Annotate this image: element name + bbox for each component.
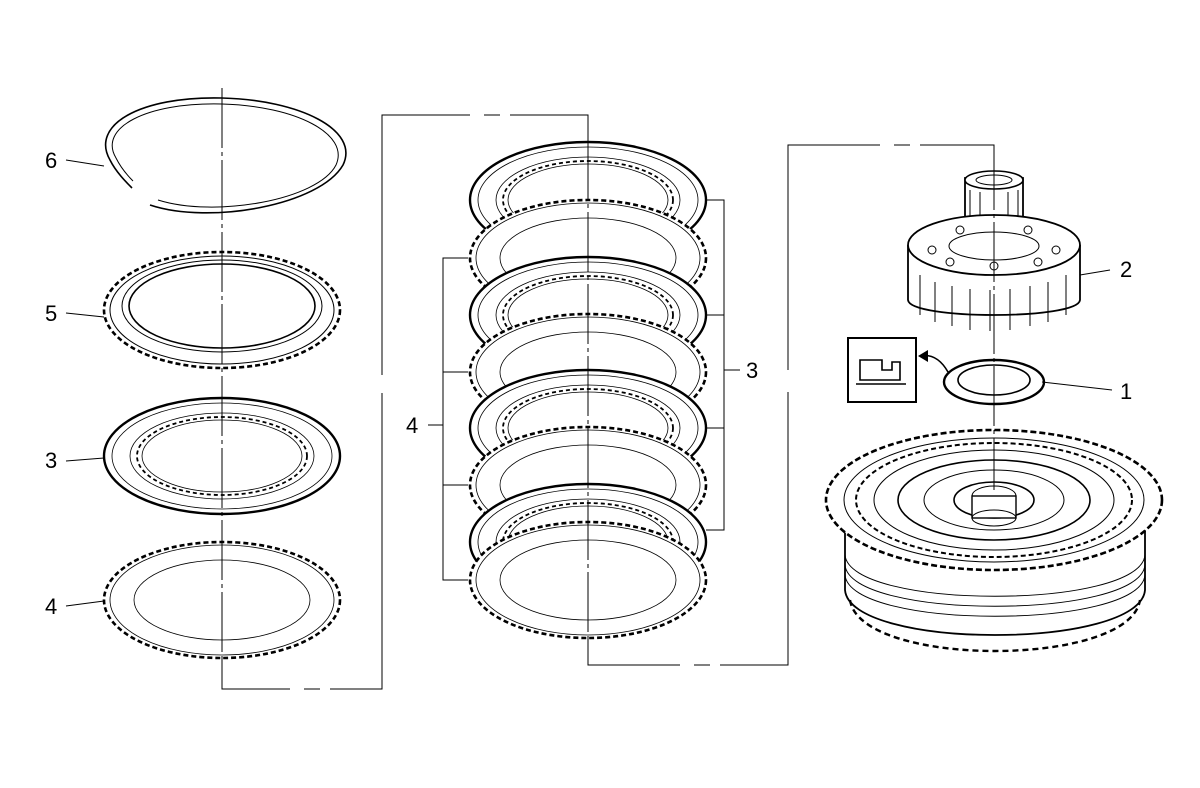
callout-5: 5 bbox=[45, 301, 57, 326]
callout-1: 1 bbox=[1120, 379, 1132, 404]
bracket-steel-plates bbox=[428, 257, 468, 581]
middle-exploded-stack bbox=[468, 140, 708, 640]
right-assembly bbox=[824, 150, 1164, 653]
callout-6: 6 bbox=[45, 148, 57, 173]
leader-lines bbox=[65, 159, 1113, 607]
clutch-housing bbox=[824, 428, 1164, 653]
callout-4-mid: 4 bbox=[406, 413, 418, 438]
lubricate-symbol-icon bbox=[847, 337, 949, 403]
snap-ring bbox=[104, 97, 347, 214]
callout-2: 2 bbox=[1120, 257, 1132, 282]
callout-4-left: 4 bbox=[45, 594, 57, 619]
callout-3-mid: 3 bbox=[746, 358, 758, 383]
bracket-friction-plates bbox=[706, 199, 740, 531]
connector-lines bbox=[221, 110, 995, 694]
callout-3-left: 3 bbox=[45, 448, 57, 473]
left-exploded-stack bbox=[102, 88, 347, 660]
